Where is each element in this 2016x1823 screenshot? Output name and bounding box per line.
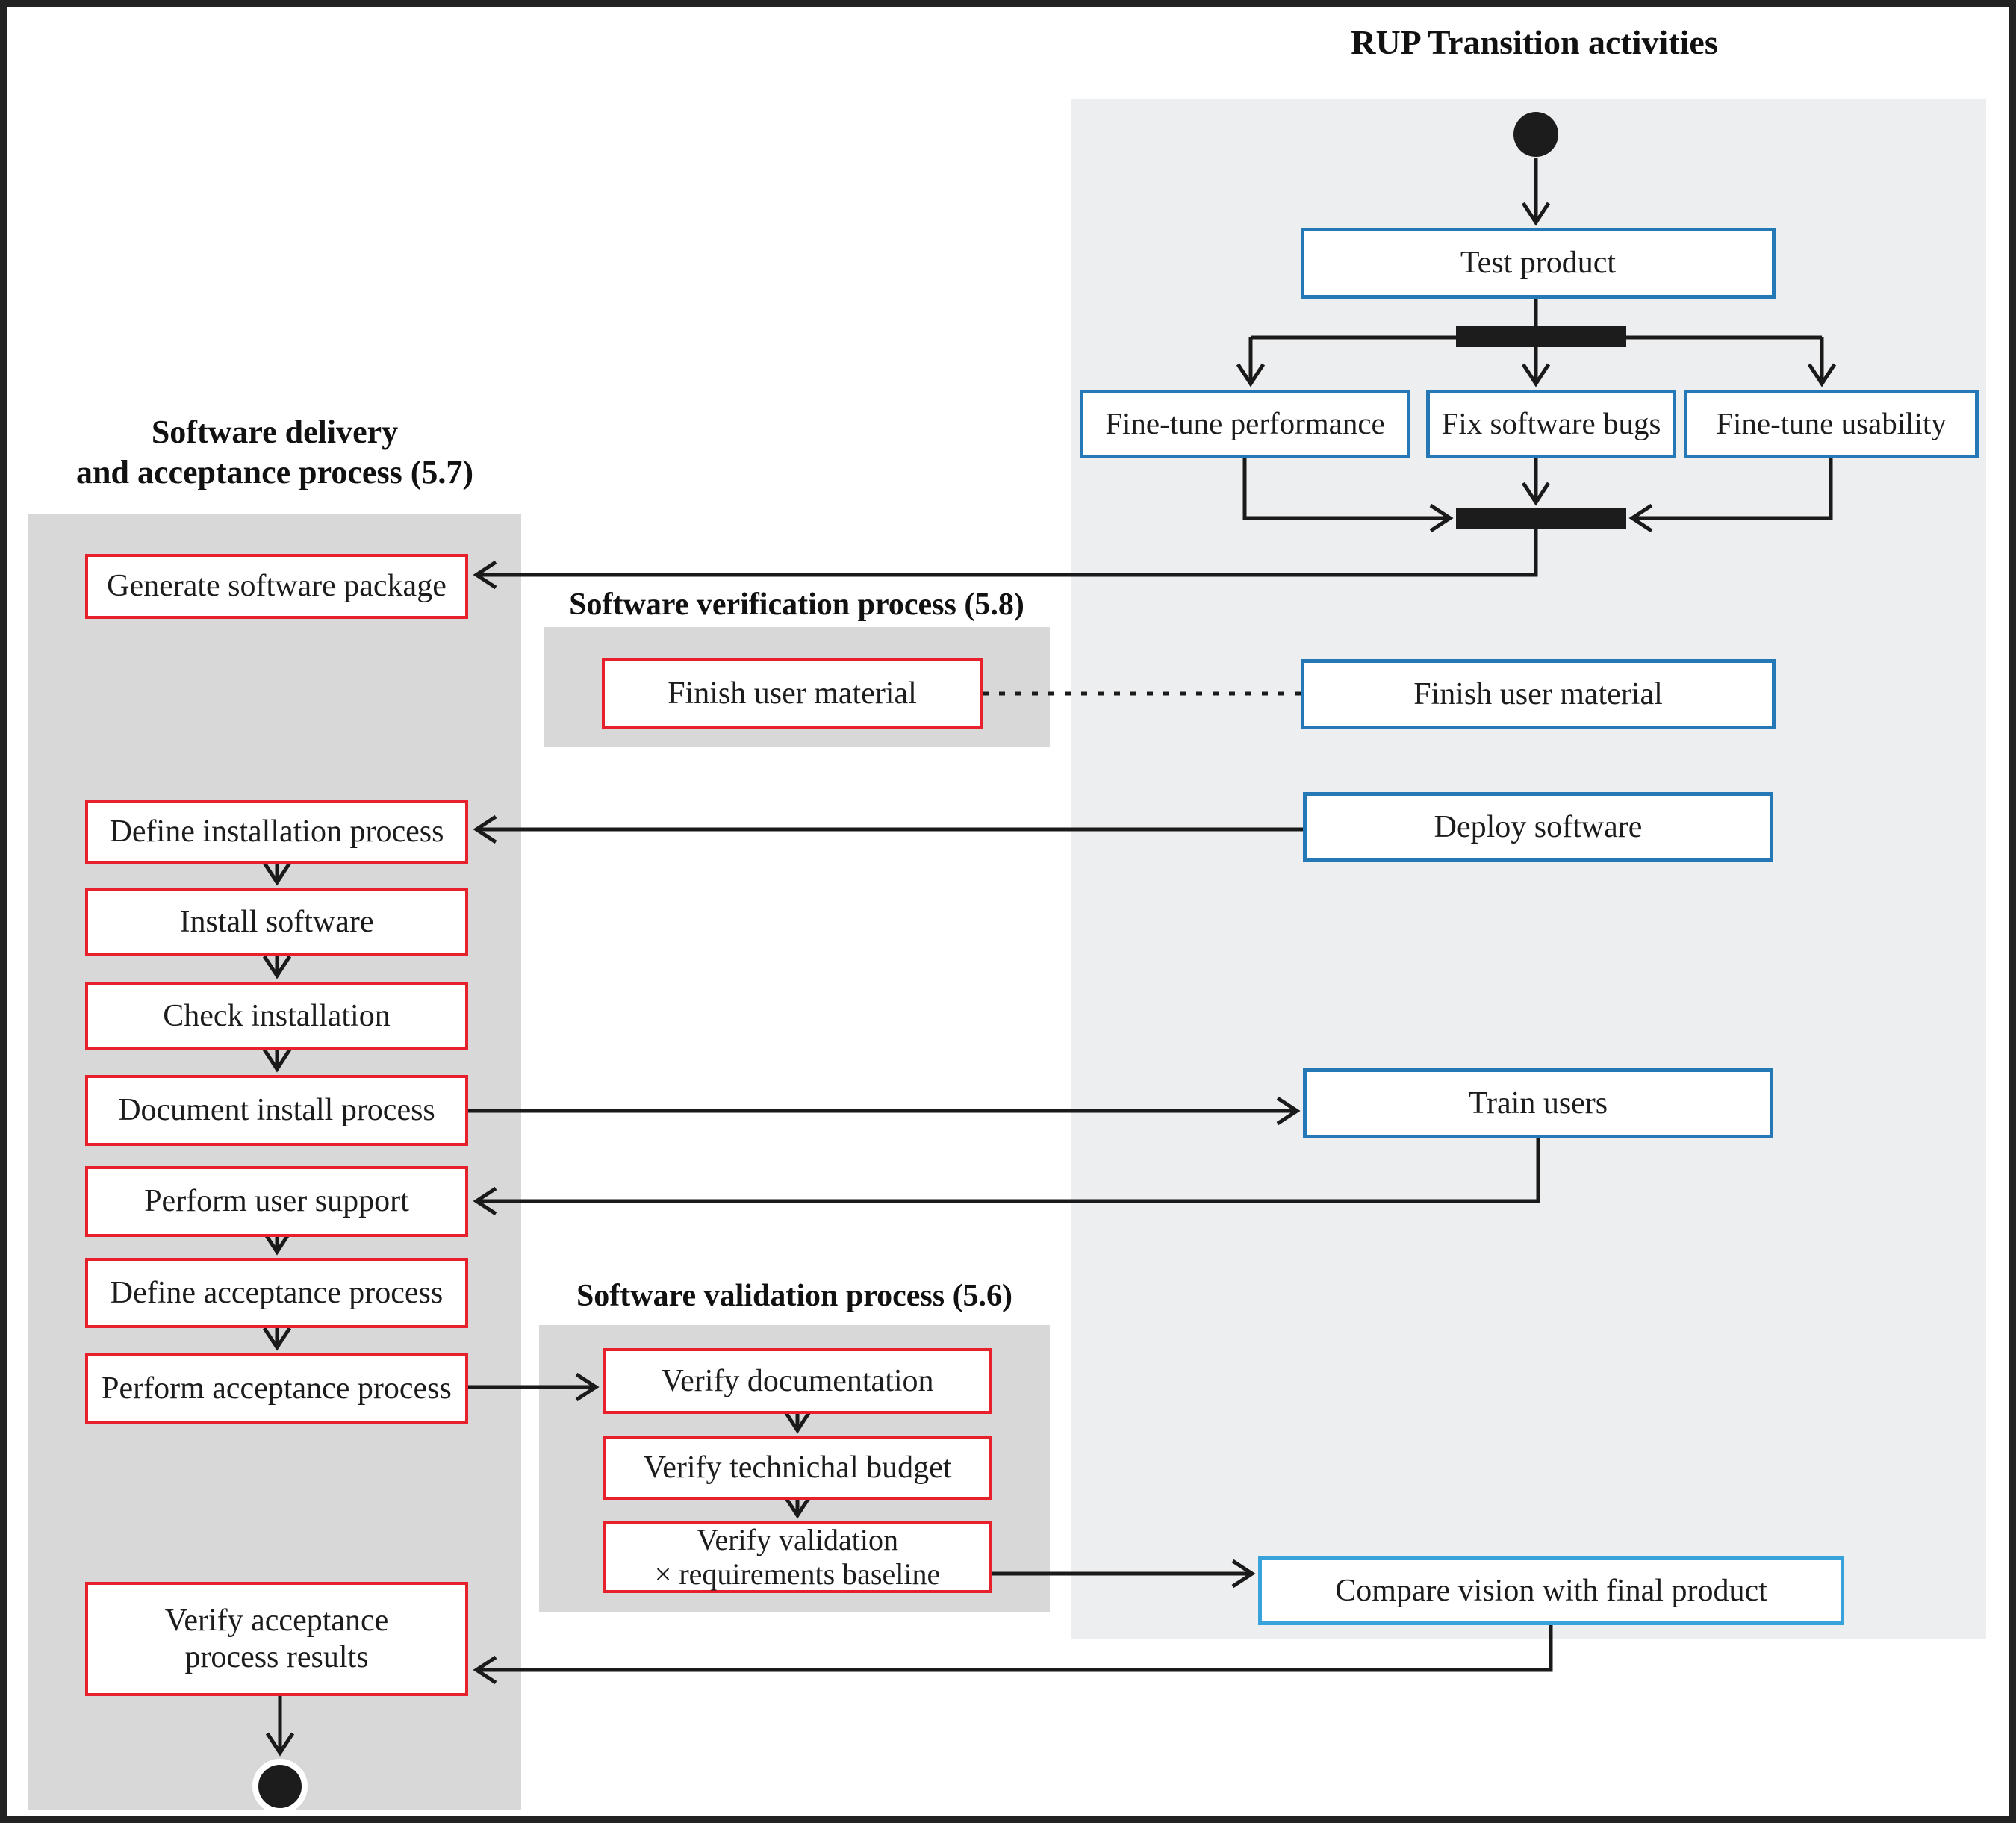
end-node	[252, 1759, 308, 1814]
activity-label: Generate software package	[107, 569, 447, 604]
software-delivery-title-line1: Software delivery	[151, 414, 399, 450]
software-validation-title: Software validation process (5.6)	[576, 1279, 1013, 1313]
software-delivery-title: Software delivery and acceptance process…	[28, 412, 521, 492]
activity-label: Check installation	[163, 998, 391, 1033]
activity-label: Deploy software	[1434, 809, 1643, 844]
activity-label: Fix software bugs	[1441, 406, 1661, 441]
activity-label: Perform acceptance process	[102, 1371, 452, 1406]
activity-label-line2: process results	[184, 1639, 369, 1674]
activity-define-installation-process: Define installation process	[85, 800, 468, 864]
activity-label: Define acceptance process	[110, 1275, 444, 1310]
activity-label-line2: × requirements baseline	[654, 1557, 941, 1591]
rup-transition-title: RUP Transition activities	[1351, 23, 1718, 61]
activity-verify-acceptance-results: Verify acceptance process results	[85, 1582, 468, 1696]
activity-finish-user-material-rup: Finish user material	[1301, 659, 1776, 729]
activity-document-install-process: Document install process	[85, 1075, 468, 1146]
activity-deploy-software: Deploy software	[1303, 792, 1773, 862]
activity-label: Document install process	[118, 1093, 435, 1128]
activity-verify-validation-baseline: Verify validation × requirements baselin…	[603, 1521, 992, 1593]
activity-label: Verify documentation	[661, 1363, 934, 1398]
activity-verify-documentation: Verify documentation	[603, 1348, 992, 1414]
activity-label: Fine-tune performance	[1105, 406, 1385, 441]
activity-install-software: Install software	[85, 888, 468, 956]
software-delivery-title-line2: and acceptance process (5.7)	[76, 453, 473, 490]
activity-check-installation: Check installation	[85, 982, 468, 1050]
activity-generate-software-package: Generate software package	[85, 554, 468, 619]
join-bar	[1456, 508, 1626, 529]
activity-label-line1: Verify acceptance	[164, 1604, 389, 1639]
activity-label-line1: Verify validation	[697, 1523, 898, 1556]
activity-perform-user-support: Perform user support	[85, 1166, 468, 1237]
activity-verify-technichal-budget: Verify technichal budget	[603, 1436, 992, 1500]
activity-label: Finish user material	[1413, 676, 1663, 711]
activity-label: Verify technichal budget	[643, 1450, 952, 1486]
activity-label: Finish user material	[668, 676, 917, 711]
activity-train-users: Train users	[1303, 1068, 1773, 1138]
start-node	[1513, 112, 1558, 157]
activity-label: Train users	[1468, 1085, 1608, 1121]
activity-perform-acceptance-process: Perform acceptance process	[85, 1353, 468, 1424]
activity-label: Test product	[1460, 246, 1617, 281]
activity-label: Perform user support	[144, 1184, 409, 1219]
activity-define-acceptance-process: Define acceptance process	[85, 1258, 468, 1328]
fork-bar	[1456, 326, 1626, 347]
activity-label: Compare vision with final product	[1335, 1573, 1767, 1608]
activity-test-product: Test product	[1301, 228, 1776, 299]
activity-label: Define installation process	[109, 814, 444, 849]
activity-compare-vision: Compare vision with final product	[1258, 1556, 1844, 1625]
activity-fix-software-bugs: Fix software bugs	[1426, 390, 1676, 458]
activity-fine-tune-performance: Fine-tune performance	[1080, 390, 1410, 458]
activity-label: Fine-tune usability	[1716, 406, 1947, 441]
activity-fine-tune-usability: Fine-tune usability	[1684, 390, 1979, 458]
rup-transition-panel	[1071, 99, 1986, 1639]
activity-label: Install software	[179, 904, 374, 939]
software-verification-title: Software verification process (5.8)	[569, 588, 1024, 622]
activity-finish-user-material-verif: Finish user material	[602, 658, 983, 729]
